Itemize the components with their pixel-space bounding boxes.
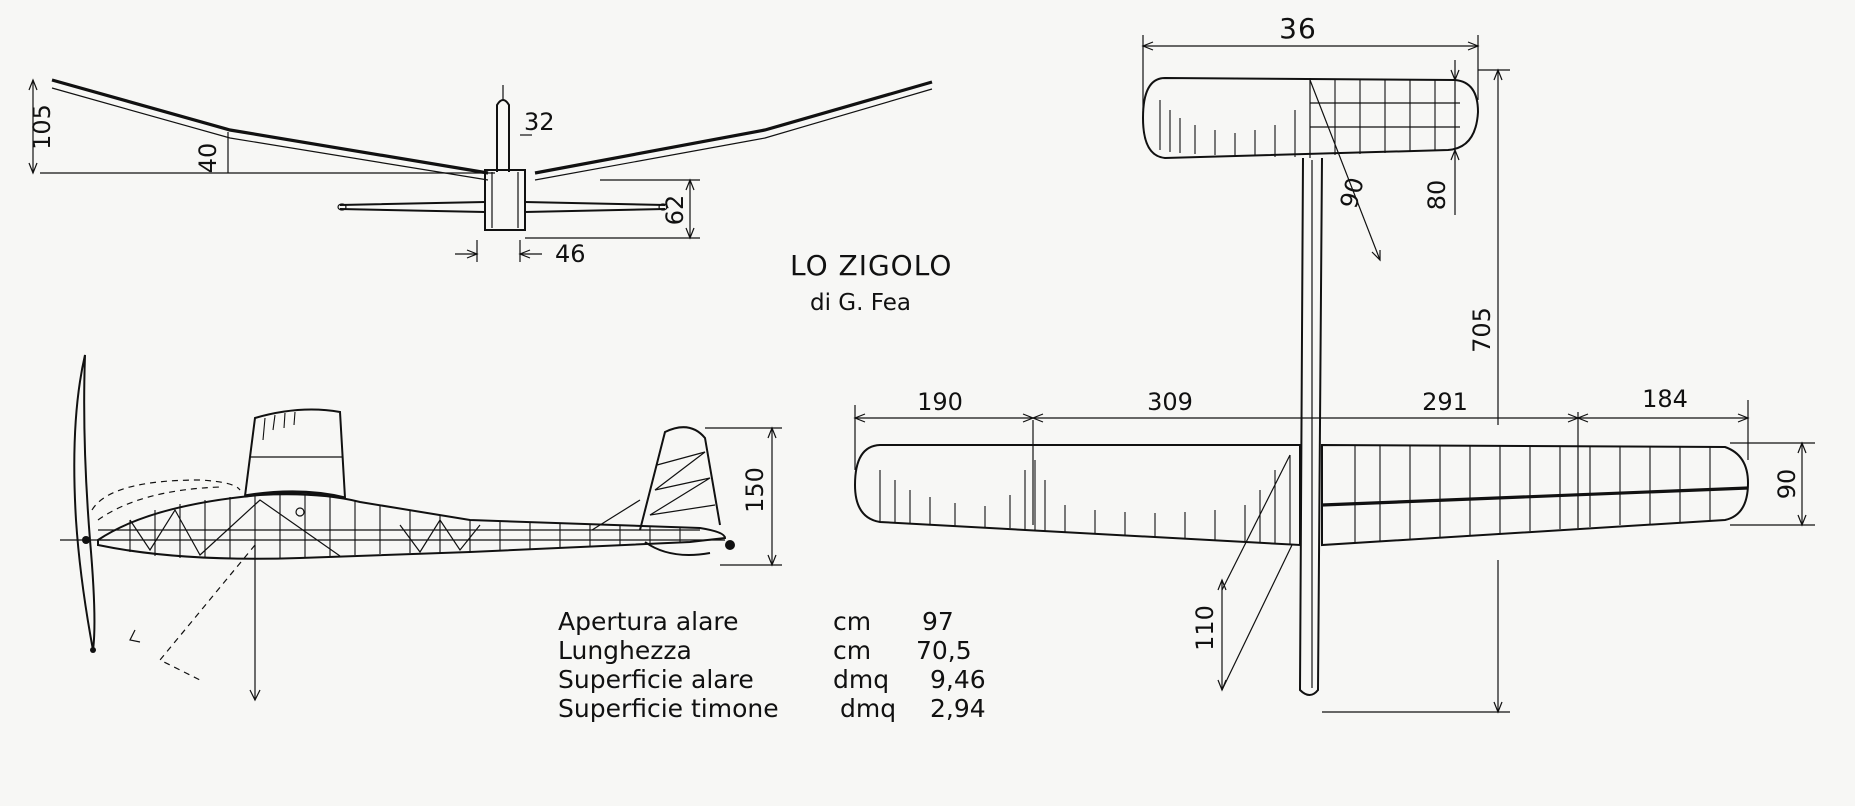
- right-wing-front: [534, 80, 933, 175]
- spec-value: 97: [922, 607, 954, 636]
- dim-80: 80: [1423, 180, 1451, 211]
- spec-label: Apertura alare: [558, 607, 739, 636]
- left-wing-plan: [853, 444, 1301, 547]
- spec-label: Lunghezza: [558, 636, 692, 665]
- fuselage-side: [97, 493, 727, 560]
- dim-309: 309: [1147, 388, 1193, 416]
- dim-32: 32: [524, 108, 555, 136]
- right-wing-plan: [1321, 443, 1750, 547]
- spec-value: 9,46: [930, 665, 986, 694]
- fuselage-front: [484, 169, 526, 231]
- dim-184: 184: [1642, 385, 1688, 413]
- fin-side: [639, 426, 721, 531]
- dim-110: 110: [1191, 605, 1219, 651]
- spec-value: 70,5: [916, 636, 972, 665]
- dim-40: 40: [194, 143, 222, 174]
- stabilizer-plan: [1141, 76, 1480, 160]
- spec-unit: cm: [833, 636, 871, 665]
- left-wing-front: [51, 78, 489, 175]
- spec-unit: dmq: [840, 694, 896, 723]
- dim-291: 291: [1422, 388, 1468, 416]
- spec-label: Superficie timone: [558, 694, 779, 723]
- spec-unit: cm: [833, 607, 871, 636]
- dim-150: 150: [741, 467, 769, 513]
- fuselage-plan: [1298, 157, 1323, 696]
- dim-90-wing: 90: [1773, 469, 1801, 500]
- side-view: 150: [60, 354, 782, 702]
- stabilizer-front: [339, 201, 666, 206]
- drawing-author: di G. Fea: [810, 290, 911, 316]
- specs-table: Apertura alare cm 97 Lunghezza cm 70,5 S…: [558, 607, 986, 723]
- dim-105: 105: [28, 104, 56, 150]
- spec-label: Superficie alare: [558, 665, 754, 694]
- spec-value: 2,94: [930, 694, 986, 723]
- propeller: [73, 354, 96, 651]
- drawing-title: LO ZIGOLO: [790, 249, 952, 282]
- dim-46: 46: [555, 240, 586, 268]
- front-view: 105 40 32 62 46: [28, 78, 933, 268]
- spec-unit: dmq: [833, 665, 889, 694]
- dim-36: 36: [1279, 12, 1317, 45]
- dim-90-stab: 90: [1335, 175, 1370, 212]
- fin-front: [496, 99, 510, 172]
- dim-190: 190: [917, 388, 963, 416]
- dim-705: 705: [1468, 307, 1496, 353]
- plan-view: 36 80 90 705 190 309 291 184: [853, 12, 1815, 714]
- dim-62: 62: [661, 195, 689, 226]
- wing-pylon: [244, 408, 346, 499]
- stabilizer-side: [644, 541, 711, 556]
